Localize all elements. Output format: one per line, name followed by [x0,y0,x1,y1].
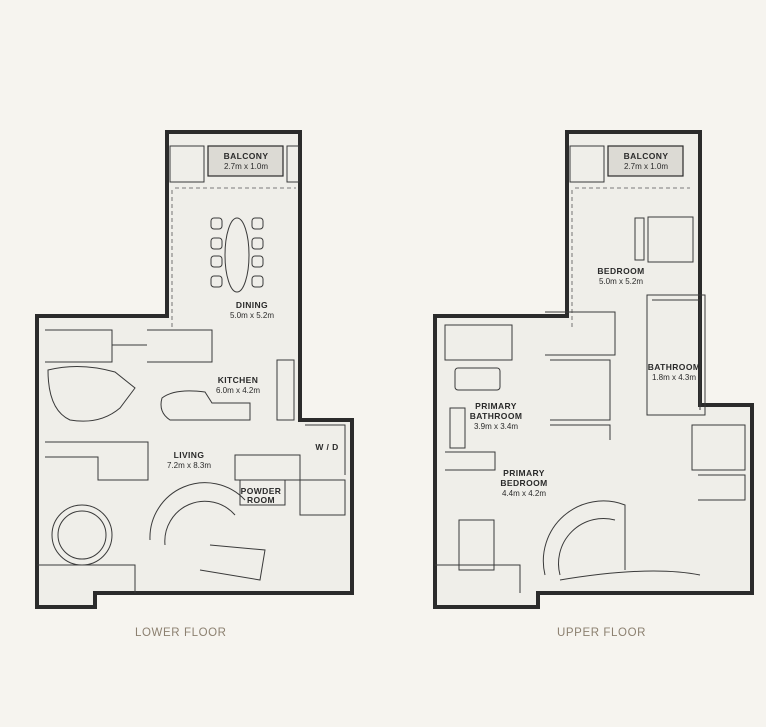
svg-text:ROOM: ROOM [247,495,275,505]
svg-text:2.7m x 1.0m: 2.7m x 1.0m [624,162,668,171]
spiral-staircase [149,482,266,581]
svg-text:5.0m x 5.2m: 5.0m x 5.2m [599,277,643,286]
upper-floor-caption: UPPER FLOOR [557,627,647,639]
svg-text:BALCONY: BALCONY [224,151,269,161]
svg-text:6.0m x 4.2m: 6.0m x 4.2m [216,386,260,395]
svg-text:7.2m x 8.3m: 7.2m x 8.3m [167,461,211,470]
svg-text:POWDER: POWDER [241,486,282,496]
lower-floor-caption: LOWER FLOOR [135,627,227,639]
upper-spiral-staircase [542,500,701,581]
bathtub [454,367,501,391]
svg-text:W / D: W / D [315,442,338,452]
svg-text:PRIMARY: PRIMARY [503,468,545,478]
sofa [47,365,136,422]
bed [647,216,694,263]
primary-bed [458,519,495,571]
svg-text:BATHROOM: BATHROOM [648,362,701,372]
dining-chairs [210,217,264,288]
svg-text:PRIMARY: PRIMARY [475,401,517,411]
upper-floor-plan: BALCONY 2.7m x 1.0m BEDROOM 5.0m x 5.2m … [433,130,754,609]
svg-text:BEDROOM: BEDROOM [500,478,547,488]
svg-text:BEDROOM: BEDROOM [597,266,644,276]
lower-floor-plan: BALCONY 2.7m x 1.0m DINING 5.0m x 5.2m K… [35,130,354,609]
svg-text:KITCHEN: KITCHEN [218,375,259,385]
svg-text:BALCONY: BALCONY [624,151,669,161]
svg-text:1.8m x 4.3m: 1.8m x 4.3m [652,373,696,382]
svg-text:LIVING: LIVING [174,450,205,460]
svg-text:DINING: DINING [236,300,268,310]
lower-outer-wall [35,130,354,609]
kitchen-island [160,390,251,421]
dining-table [224,217,250,293]
lower-balcony [207,145,284,177]
svg-text:3.9m x 3.4m: 3.9m x 3.4m [474,422,518,431]
svg-text:2.7m x 1.0m: 2.7m x 1.0m [224,162,268,171]
svg-text:4.4m x 4.2m: 4.4m x 4.2m [502,489,546,498]
upper-balcony [607,145,684,177]
svg-text:BATHROOM: BATHROOM [470,411,523,421]
svg-text:5.0m x 5.2m: 5.0m x 5.2m [230,311,274,320]
